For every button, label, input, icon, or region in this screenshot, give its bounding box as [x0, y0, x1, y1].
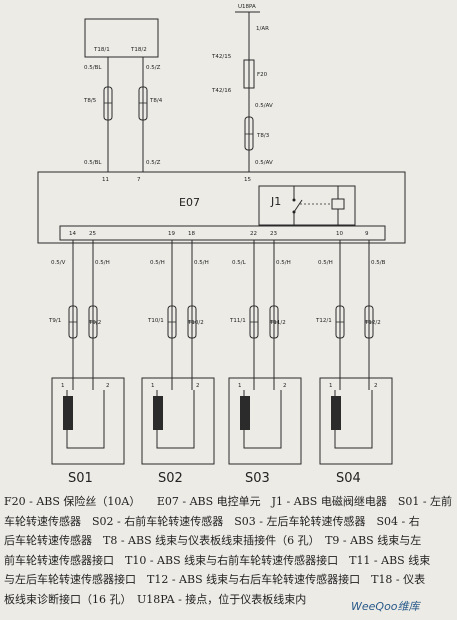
sensor-wire-label-8: 0.5/B: [371, 260, 386, 266]
sensor-label-2: S02: [158, 471, 183, 486]
sensor-pin-2: 2: [374, 383, 378, 389]
sensor-coil: [153, 396, 163, 430]
wire-label-z-bottom: 0.5/Z: [146, 160, 161, 166]
sensor-s01-box: [51, 377, 125, 465]
sensor-wire-label-7: 0.5/H: [318, 260, 333, 266]
connector-label-t8-3: T8/3: [256, 133, 270, 139]
sensor-wire-label-6: 0.5/H: [276, 260, 291, 266]
sensor-pin-1: 1: [238, 383, 242, 389]
sensor-wire-label-1: 0.5/V: [51, 260, 66, 266]
e07-pin-25: 25: [89, 231, 96, 237]
sensor-s04-box: [319, 377, 393, 465]
sensor-label-4: S04: [336, 471, 361, 486]
e07-pin-11: 11: [102, 177, 109, 183]
connector-label-t8-4: T8/4: [149, 98, 163, 104]
wire-label-bl-bottom: 0.5/BL: [84, 160, 102, 166]
u18pa-label: U18PA: [238, 4, 256, 10]
wiring-diagram: T18/1 T18/2 0.5/BL 0.5/Z T8/5 T8/4 0.5/B…: [37, 4, 406, 486]
e07-pin-7: 7: [137, 177, 141, 183]
e07-pin-19: 19: [168, 231, 175, 237]
sensor-wires: 140.5/VT9/1250.5/HT9/2190.5/HT10/1180.5/…: [48, 231, 386, 390]
sensor-wire-label-2: 0.5/H: [95, 260, 110, 266]
wire-label-bl-top: 0.5/BL: [84, 65, 102, 71]
wire-label-av-bottom: 0.5/AV: [255, 160, 273, 166]
connector-t8-5: [103, 86, 113, 121]
e07-pin-22: 22: [250, 231, 257, 237]
legend-line-4: 前车轮转速传感器接口 T10 - ABS 线束与右前车轮转速传感器接口 T11 …: [4, 553, 431, 567]
sensor-coil: [331, 396, 341, 430]
sensor-wire-label-4: 0.5/H: [194, 260, 209, 266]
wire-label-1ar: 1/AR: [256, 26, 269, 32]
legend-line-1: F20 - ABS 保险丝（10A） E07 - ABS 电控单元 J1 - A…: [4, 495, 453, 508]
sensor-wire-label-5: 0.5/L: [232, 260, 247, 266]
sensor-connector-label-6: T11/2: [269, 320, 286, 326]
e07-connector-strip: [59, 225, 386, 241]
sensor-coil: [63, 396, 73, 430]
e07-label: E07: [179, 196, 200, 209]
sensor-pin-1: 1: [61, 383, 65, 389]
sensor-connector-label-5: T11/1: [229, 318, 246, 324]
legend: F20 - ABS 保险丝（10A） E07 - ABS 电控单元 J1 - A…: [4, 492, 454, 610]
sensor-label-1: S01: [68, 471, 93, 486]
sensor-label-3: S03: [245, 471, 270, 486]
sensor-pin-2: 2: [196, 383, 200, 389]
sensor-connector-label-2: T9/2: [88, 320, 101, 326]
sensor-pin-1: 1: [329, 383, 333, 389]
connector-t8-3: [244, 116, 254, 151]
fuse-label: F20: [257, 72, 268, 78]
wire-label-z-top: 0.5/Z: [146, 65, 161, 71]
watermark-logo: WeeQoo维库: [351, 600, 420, 613]
e07-pin-18: 18: [188, 231, 195, 237]
e07-pin-23: 23: [270, 231, 277, 237]
sensor-s03-box: [228, 377, 302, 465]
e07-pin-10: 10: [336, 231, 343, 237]
e07-pin-15: 15: [244, 177, 251, 183]
legend-line-6: 板线束诊断接口（16 孔） U18PA - 接点，位于仪表板线束内: [4, 592, 307, 606]
sensor-connector-label-4: T10/2: [187, 320, 204, 326]
sensor-s02-box: [141, 377, 215, 465]
t18-pin-1: T18/1: [93, 47, 110, 53]
sensor-pin-2: 2: [106, 383, 110, 389]
sensor-connector-label-7: T12/1: [315, 318, 332, 324]
relay-coil: [331, 198, 345, 210]
sensor-connector-label-8: T12/2: [364, 320, 381, 326]
sensor-wire-label-3: 0.5/H: [150, 260, 165, 266]
connector-label-t8-5: T8/5: [83, 98, 97, 104]
sensor-pin-1: 1: [151, 383, 155, 389]
t18-connector-box: [84, 18, 159, 58]
sensor-coil: [240, 396, 250, 430]
legend-line-2: 车轮转速传感器 S02 - 右前车轮转速传感器 S03 - 左后车轮转速传感器 …: [4, 514, 420, 528]
legend-line-5: 与左后车轮转速传感器接口 T12 - ABS 线束与右后车轮转速传感器接口 T1…: [4, 573, 426, 587]
fuse-pin-bottom: T42/16: [211, 88, 232, 94]
e07-pin-9: 9: [365, 231, 369, 237]
sensor-connector-label-1: T9/1: [48, 318, 61, 324]
sensor-connector-label-3: T10/1: [147, 318, 164, 324]
fuse-pin-top: T42/15: [211, 54, 232, 60]
t18-pin-2: T18/2: [130, 47, 147, 53]
wire-label-av-top: 0.5/AV: [255, 103, 273, 109]
relay-j1-box: [258, 185, 356, 226]
sensor-pin-2: 2: [283, 383, 287, 389]
relay-j1-label: J1: [270, 195, 281, 208]
e07-control-unit: [37, 171, 406, 244]
connector-t8-4: [138, 86, 148, 121]
e07-pin-14: 14: [69, 231, 76, 237]
legend-line-3: 后车轮转速传感器 T8 - ABS 线束与仪表板线束插接件（6 孔） T9 - …: [4, 534, 422, 548]
